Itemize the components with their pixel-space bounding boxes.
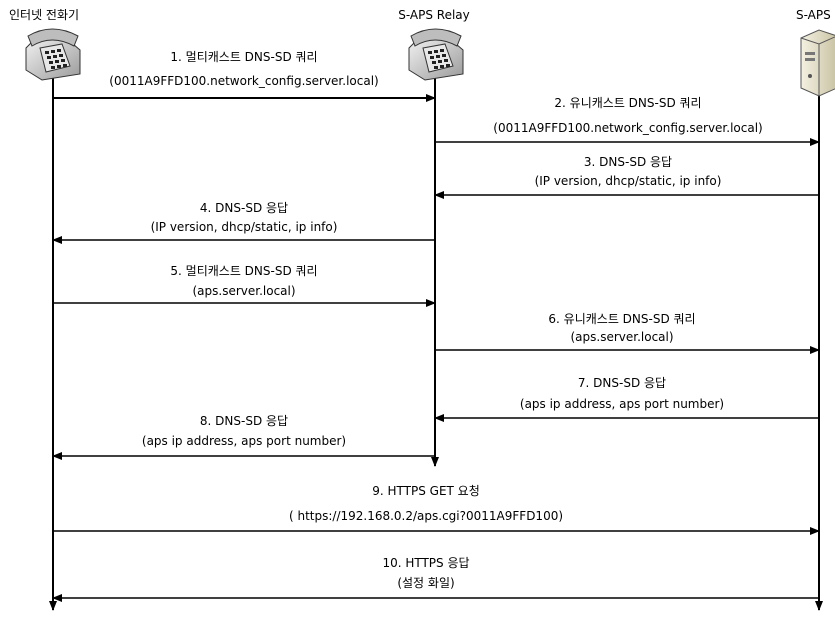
msg-10-title: 10. HTTPS 응답 [382, 556, 470, 570]
msg-2-detail: (0011A9FFD100.network_config.server.loca… [493, 121, 763, 135]
actor-server-label: S-APS [796, 8, 831, 22]
server-icon [800, 29, 835, 97]
relay-phone-icon [408, 28, 464, 81]
msg-10-detail: (설정 화일) [397, 576, 455, 590]
msg-9-title: 9. HTTPS GET 요청 [372, 484, 480, 498]
msg-5-detail: (aps.server.local) [192, 284, 296, 298]
actor-phone-label: 인터넷 전화기 [9, 8, 80, 22]
msg-5-title: 5. 멀티캐스트 DNS-SD 쿼리 [170, 264, 318, 278]
actor-relay-label: S-APS Relay [398, 8, 470, 22]
msg-1-detail: (0011A9FFD100.network_config.server.loca… [109, 74, 379, 88]
msg-8-title: 8. DNS-SD 응답 [199, 414, 289, 428]
msg-8-detail: (aps ip address, aps port number) [141, 434, 347, 448]
msg-3-title: 3. DNS-SD 응답 [583, 155, 673, 169]
msg-7-title: 7. DNS-SD 응답 [577, 376, 667, 390]
msg-2-title: 2. 유니캐스트 DNS-SD 쿼리 [554, 96, 702, 110]
phone-icon [25, 28, 81, 81]
msg-9-detail: ( https://192.168.0.2/aps.cgi?0011A9FFD1… [288, 509, 564, 523]
msg-4-title: 4. DNS-SD 응답 [199, 201, 289, 215]
msg-4-detail: (IP version, dhcp/static, ip info) [150, 220, 338, 234]
msg-6-detail: (aps.server.local) [570, 330, 674, 344]
msg-3-detail: (IP version, dhcp/static, ip info) [534, 174, 722, 188]
msg-6-title: 6. 유니캐스트 DNS-SD 쿼리 [548, 312, 696, 326]
msg-1-title: 1. 멀티캐스트 DNS-SD 쿼리 [170, 50, 318, 64]
msg-7-detail: (aps ip address, aps port number) [519, 397, 725, 411]
